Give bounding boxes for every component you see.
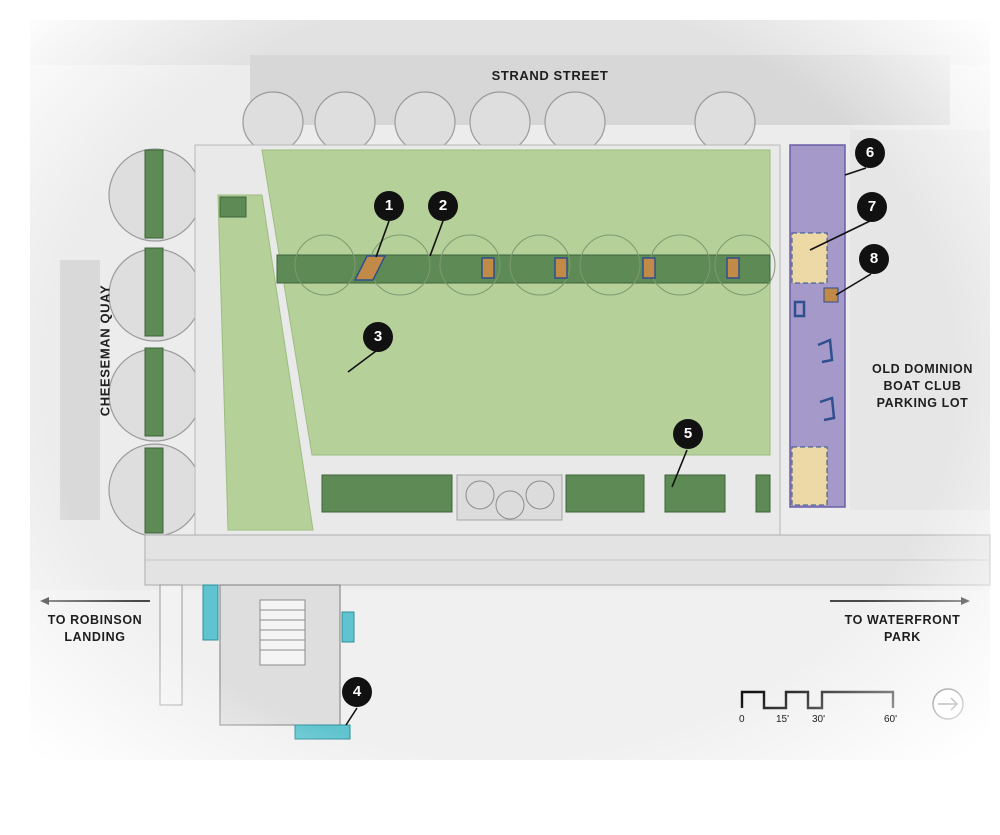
marker-1: 1 xyxy=(374,191,404,221)
corner-planter xyxy=(219,196,247,218)
to-robinson-landing-label: TO ROBINSON LANDING xyxy=(25,612,165,646)
to-waterfront-park-label: TO WATERFRONT PARK xyxy=(825,612,980,646)
waterfront-line1: TO WATERFRONT xyxy=(844,613,961,627)
north-arrow-icon xyxy=(932,688,964,720)
cheeseman-quay-label: CHEESEMAN QUAY xyxy=(97,284,113,417)
parking-lot xyxy=(850,130,990,510)
marker-4: 4 xyxy=(342,677,372,707)
pavilion-north xyxy=(791,232,828,284)
waterfront-line2: PARK xyxy=(884,630,921,644)
scale-tick-30: 30' xyxy=(812,714,826,725)
kiosk xyxy=(823,287,839,303)
cheeseman-quay-road xyxy=(60,260,100,520)
marker-2: 2 xyxy=(428,191,458,221)
boat-club-line3: PARKING LOT xyxy=(876,396,969,410)
pavilion-south xyxy=(791,446,828,506)
cafe-plaza xyxy=(456,474,563,521)
boat-club-label: OLD DOMINION BOAT CLUB PARKING LOT xyxy=(850,361,995,412)
scale-tick-15: 15' xyxy=(776,714,790,725)
robinson-line1: TO ROBINSON xyxy=(47,613,143,627)
central-planter-row xyxy=(276,254,771,284)
marker-5: 5 xyxy=(673,419,703,449)
marker-6: 6 xyxy=(855,138,885,168)
main-lawn xyxy=(261,149,771,456)
marker-8: 8 xyxy=(859,244,889,274)
boat-club-line2: BOAT CLUB xyxy=(883,379,962,393)
marker-3: 3 xyxy=(363,322,393,352)
robinson-line2: LANDING xyxy=(64,630,126,644)
marker-7: 7 xyxy=(857,192,887,222)
strand-street-label: STRAND STREET xyxy=(491,68,609,83)
scale-tick-0: 0 xyxy=(739,714,745,725)
boat-club-line1: OLD DOMINION xyxy=(872,362,973,376)
scale-tick-60: 60' xyxy=(884,714,898,725)
